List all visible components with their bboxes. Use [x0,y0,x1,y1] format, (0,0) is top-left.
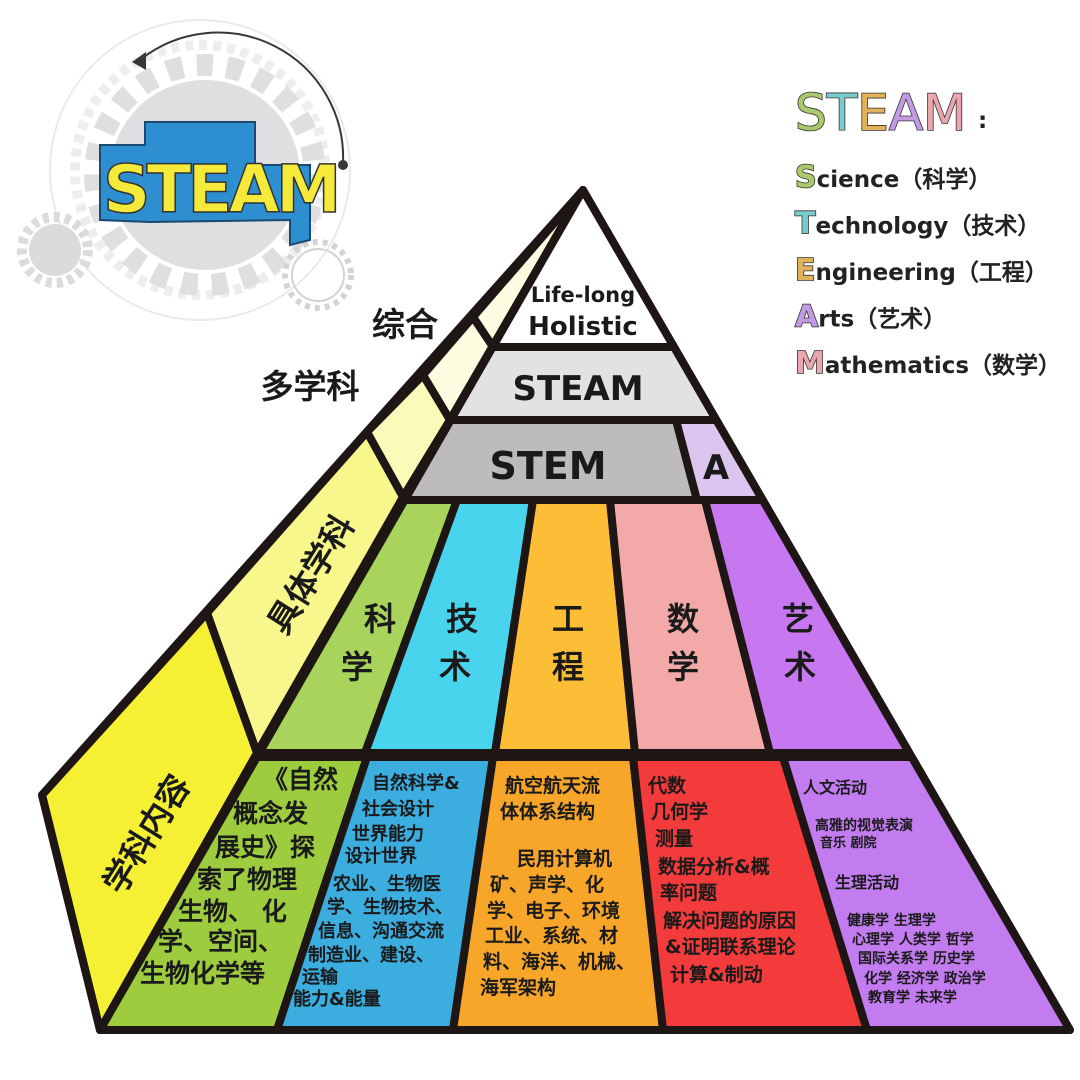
legend-item-text: echnology（技术） [815,213,1040,240]
legend-colon: : [978,108,987,134]
content-line: 几何学 [651,800,708,823]
content-line: 料、海洋、机械、 [483,950,635,973]
logo-text: STEAM [103,151,337,228]
legend-item-text: athematics（数学） [825,352,1061,379]
subject-label: 工 [552,600,584,638]
content-line: &证明联系理论 [665,935,797,958]
subject-label: 科 [364,600,396,638]
arc-arrow-icon [139,31,345,164]
legend-item-initial: S [795,160,817,195]
content-line: 工业、系统、材 [485,924,618,947]
content-line: 航空航天流 [505,774,600,797]
legend-item-initial: A [795,300,819,335]
content-line: 信息、沟通交流 [318,920,444,942]
content-line: 海军架构 [480,976,556,999]
legend-item: Mathematics（数学） [795,346,1061,381]
content-line: 心理学 人类学 哲学 [852,931,974,948]
subject-label: 学 [667,648,699,686]
legend: STEAM : Science（科学）Technology（技术）Enginee… [794,83,1061,382]
content-line: 社会设计 [362,798,434,820]
steam-logo: STEAM [99,121,342,247]
subject-label: 术 [439,648,471,686]
legend-item-initial: M [795,346,825,381]
content-line: 《自然 [263,765,338,794]
small-gear-icon [29,224,81,276]
legend-title-letter: M [923,84,966,142]
subject-label: 艺 [782,600,814,638]
content-line: 音乐 剧院 [820,835,877,851]
content-line: 运输 [302,966,339,988]
content-line: 国际关系学 历史学 [858,950,975,967]
legend-title-letter: T [826,84,858,142]
legend-item: Technology（技术） [795,207,1040,242]
legend-item-initial: E [795,253,816,288]
legend-title-letter: A [889,84,923,142]
subject-label: 术 [784,648,816,686]
content-line: 生理活动 [835,873,899,892]
content-line: 高雅的视觉表演 [815,817,913,834]
content-line: 数据分析&概 [658,855,770,878]
content-line: 生物、 化 [178,897,287,926]
band-label-a: A [703,448,730,488]
content-line: 测量 [655,828,693,850]
content-line: 设计世界 [345,845,417,867]
content-line: 学、空间、 [158,927,283,956]
subject-label: 数 [667,600,700,638]
legend-item-text: rts（艺术） [818,306,946,333]
content-line: 计算&制动 [670,963,763,986]
pyramid [38,186,1074,1034]
content-line: 代数 [647,774,687,797]
outline-gear-icon [291,248,345,302]
content-line: 矿、声学、化 [490,873,604,896]
content-line: 学、生物技术、 [327,896,453,918]
legend-title-letter: S [795,84,827,142]
content-line: 人文活动 [803,778,867,797]
content-line: 率问题 [660,881,717,904]
content-line: 教育学 未来学 [868,989,957,1006]
legend-item: Engineering（工程） [795,253,1048,288]
band-label-holistic: Holistic [528,312,638,342]
content-line: 制造业、建设、 [308,944,434,966]
content-line: 生物化学等 [140,959,265,988]
content-line: 概念发 [233,799,308,828]
band-label-steam: STEAM [512,369,643,409]
legend-title-letter: E [857,84,889,142]
side-label-zonghe: 综合 [372,305,438,344]
content-line: 展史》探 [215,833,315,862]
band-label-lifelong: Life-long [531,283,635,307]
subject-label: 学 [341,648,373,686]
content-line: 学、电子、环境 [487,899,620,922]
content-line: 能力&能量 [293,988,381,1010]
content-line: 世界能力 [352,823,424,845]
legend-item: Arts（艺术） [795,300,946,335]
content-line: 农业、生物医 [332,873,441,895]
band-label-stem: STEM [489,444,606,488]
side-label-duoxueke: 多学科 [261,367,360,406]
legend-item-text: ngineering（工程） [816,259,1048,286]
legend-item-text: cience（科学） [817,166,992,193]
subject-label: 技 [446,600,478,638]
subject-label: 程 [552,648,584,686]
content-line: 索了物理 [197,865,297,894]
content-line: 体体系结构 [500,800,595,823]
content-line: 民用计算机 [517,847,612,870]
legend-item-initial: T [795,207,816,242]
content-line: 健康学 生理学 [847,912,936,929]
content-line: 自然科学& [372,772,460,794]
legend-title: STEAM [795,84,966,142]
content-line: 化学 经济学 政治学 [864,970,986,987]
legend-item: Science（科学） [795,160,991,195]
content-line: 解决问题的原因 [663,909,796,932]
